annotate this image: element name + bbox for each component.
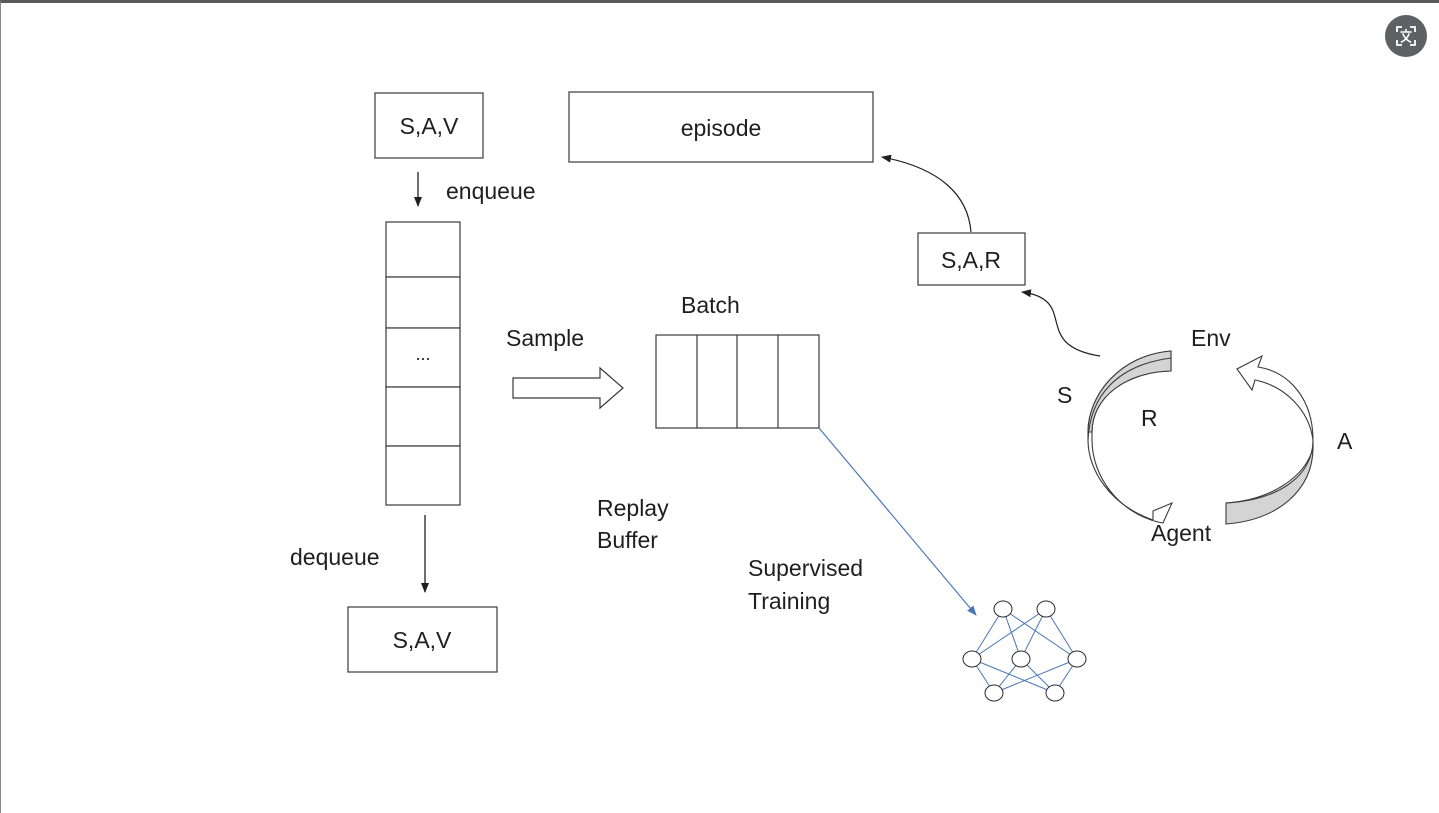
training-arrow [818, 427, 977, 616]
dequeue-label: dequeue [290, 544, 380, 570]
sav-bottom-label: S,A,V [393, 627, 452, 653]
queue-ellipsis: ... [415, 344, 430, 364]
sample-block-arrow [512, 366, 624, 410]
sar-label: S,A,R [941, 247, 1001, 273]
replay-label: Replay [597, 495, 669, 521]
cycle-to-sar-arrow [1021, 289, 1101, 357]
training-label: Training [748, 588, 830, 614]
buffer-label: Buffer [597, 527, 658, 553]
sample-label: Sample [506, 325, 584, 351]
episode-box: episode [568, 91, 874, 163]
batch-box [655, 334, 820, 429]
a-label: A [1337, 428, 1353, 454]
queue-cell [385, 386, 461, 447]
sar-to-episode-arrow [881, 154, 972, 233]
s-label: S [1057, 382, 1072, 408]
translate-button[interactable] [1385, 15, 1427, 57]
supervised-label: Supervised [748, 555, 863, 581]
state-cycle-arrow [1087, 350, 1174, 524]
batch-label: Batch [681, 292, 740, 318]
queue-cell [385, 276, 461, 329]
replay-buffer-queue: ... [385, 221, 461, 506]
queue-cell [385, 445, 461, 506]
enqueue-label: enqueue [446, 178, 536, 204]
agent-label: Agent [1151, 520, 1212, 546]
action-cycle-arrow [1225, 354, 1314, 525]
r-label: R [1141, 405, 1158, 431]
translate-icon [1396, 26, 1416, 46]
env-label: Env [1191, 325, 1231, 351]
episode-label: episode [681, 115, 762, 141]
sav-top-label: S,A,V [400, 113, 459, 139]
queue-cell [385, 221, 461, 278]
sav-bottom-box: S,A,V [347, 606, 498, 673]
sav-top-box: S,A,V [374, 92, 484, 159]
sar-box: S,A,R [917, 232, 1026, 286]
neural-network-icon [962, 600, 1087, 702]
